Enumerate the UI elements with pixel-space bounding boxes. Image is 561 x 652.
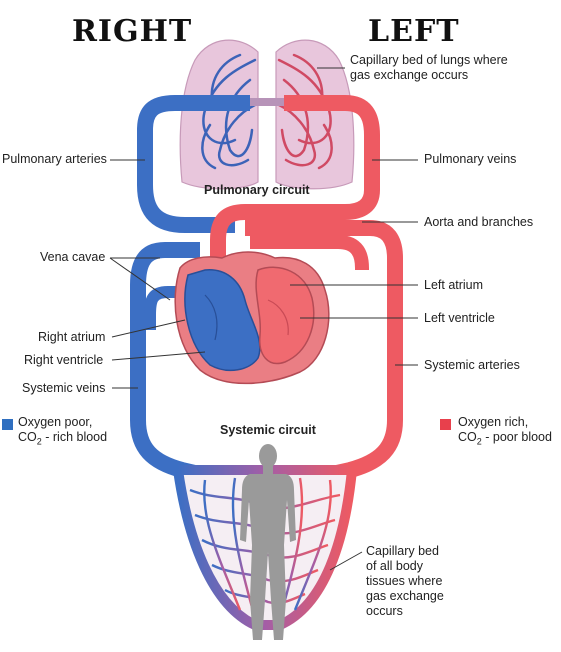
legend-oxygen-rich: Oxygen rich, CO2 - poor blood	[458, 415, 552, 447]
label-vena-cavae: Vena cavae	[40, 250, 106, 264]
label-capillary-body-line3: tissues where	[366, 574, 443, 588]
label-aorta: Aorta and branches	[424, 215, 534, 229]
legend-rich-rest: - poor blood	[481, 430, 552, 444]
label-systemic-arteries: Systemic arteries	[424, 358, 520, 372]
legend-oxygen-poor-line2: CO2 - rich blood	[18, 430, 108, 447]
label-capillary-lungs: Capillary bed of lungs where gas exchang…	[350, 53, 508, 83]
label-capillary-body-line1: Capillary bed	[366, 544, 439, 558]
label-left-atrium: Left atrium	[424, 278, 484, 292]
label-capillary-body-line5: occurs	[366, 604, 403, 618]
leader-lines	[109, 67, 418, 571]
legend-swatch-oxygen-rich	[440, 419, 451, 430]
lungs	[179, 39, 355, 190]
label-capillary-body-line2: of all body	[366, 559, 423, 573]
legend-poor-co2: CO	[18, 430, 37, 444]
legend-oxygen-rich-line1: Oxygen rich,	[458, 415, 529, 429]
label-pulmonary-arteries: Pulmonary arteries	[2, 152, 107, 166]
legend-oxygen-poor: Oxygen poor, CO2 - rich blood	[18, 415, 108, 447]
label-right-ventricle: Right ventricle	[24, 353, 104, 367]
label-capillary-lungs-line1: Capillary bed of lungs where	[350, 53, 508, 67]
label-capillary-body: Capillary bed of all body tissues where …	[366, 544, 444, 619]
label-systemic-veins: Systemic veins	[22, 381, 106, 395]
title-left: LEFT	[368, 14, 460, 49]
label-right-atrium: Right atrium	[38, 330, 106, 344]
label-capillary-lungs-line2: gas exchange occurs	[350, 68, 469, 82]
label-pulmonary-veins: Pulmonary veins	[424, 152, 517, 166]
label-systemic-circuit: Systemic circuit	[220, 423, 316, 437]
label-pulmonary-circuit: Pulmonary circuit	[204, 183, 310, 197]
legend-rich-co2: CO	[458, 430, 477, 444]
legend-oxygen-poor-line1: Oxygen poor,	[18, 415, 93, 429]
legend-poor-rest: - rich blood	[41, 430, 108, 444]
label-capillary-body-line4: gas exchange	[366, 589, 444, 603]
title-right: RIGHT	[72, 14, 193, 49]
legend-oxygen-rich-line2: CO2 - poor blood	[458, 430, 552, 447]
label-left-ventricle: Left ventricle	[424, 311, 495, 325]
legend-rich-sub: 2	[476, 436, 482, 447]
legend-swatch-oxygen-poor	[2, 419, 13, 430]
human-silhouette	[240, 444, 296, 640]
legend-poor-sub: 2	[36, 436, 42, 447]
